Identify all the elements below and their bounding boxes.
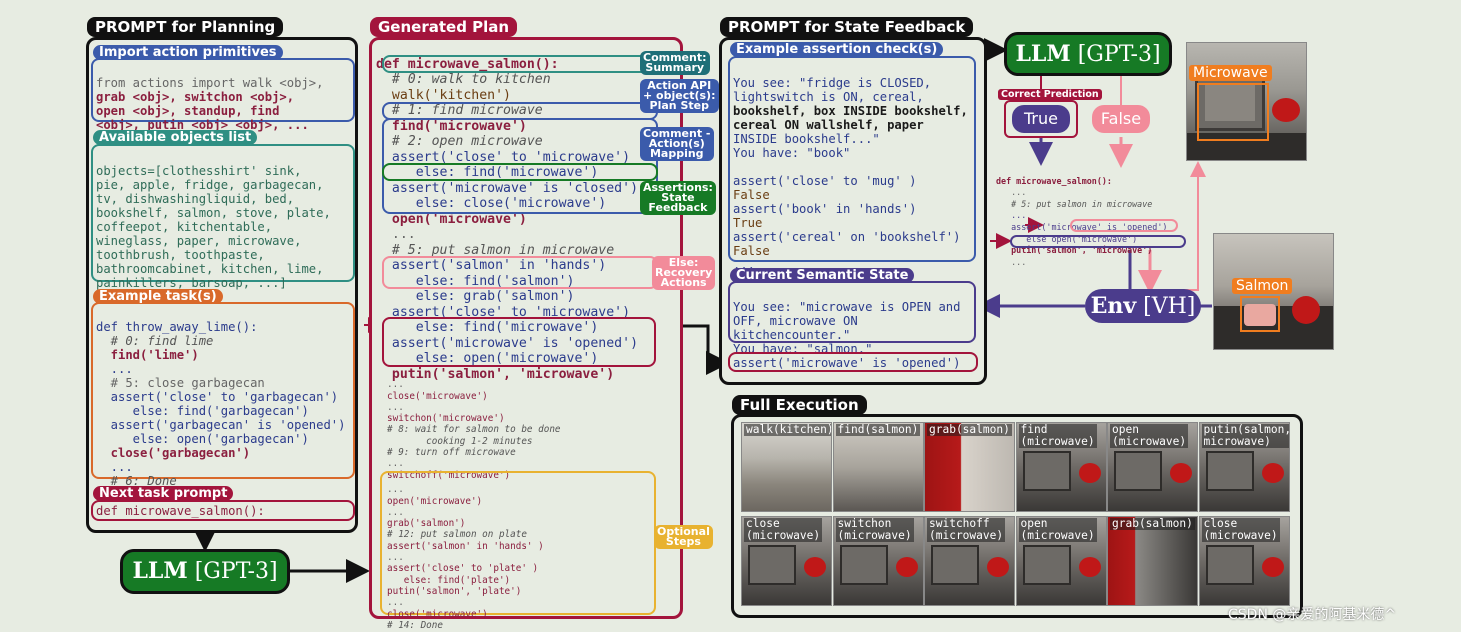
mini-putin-box [1010, 235, 1186, 248]
optional-code: ... open('microwave') ... grab('salmon')… [387, 484, 544, 631]
execution-frame: walk(kitchen) [741, 422, 832, 512]
assert-example-tag: Example assertion check(s) [730, 42, 944, 57]
execution-frame-label: grab(salmon) [1110, 517, 1195, 530]
true-wrapper [1004, 100, 1078, 138]
plan-small-code: ... close('microwave') ... switchon('mic… [387, 379, 561, 481]
example-box [91, 302, 355, 479]
execution-frame-label: close (microwave) [1201, 517, 1280, 542]
example-code: def throw_away_lime(): # 0: find lime fi… [96, 320, 346, 488]
recovery-box [382, 256, 658, 289]
assertion-box [382, 163, 658, 181]
execution-frame: open (microwave) [1015, 516, 1107, 606]
planning-title: PROMPT for Planning [87, 17, 284, 37]
side-tag-summary: Comment: Summary [640, 51, 710, 75]
feedback-panel [719, 37, 987, 385]
correct-prediction-tag: Correct Prediction [998, 89, 1102, 100]
assert-example-code: You see: "fridge is CLOSED, lightswitch … [733, 76, 968, 272]
execution-title: Full Execution [732, 395, 867, 415]
llm-planner: LLM [GPT-3] [120, 549, 290, 594]
objects-box [91, 144, 355, 282]
plan-code: def microwave_salmon(): # 0: walk to kit… [376, 56, 639, 382]
llm-feedback: LLM [GPT-3] [1004, 32, 1172, 76]
salmon-image: Salmon [1213, 233, 1334, 350]
example-tag: Example task(s) [93, 289, 223, 304]
mini-code: def microwave_salmon(): ... # 5: put sal… [996, 175, 1168, 267]
execution-frame-label: open (microwave) [1110, 423, 1189, 448]
execution-frame-label: close (microwave) [744, 517, 823, 542]
execution-frame: open (microwave) [1107, 422, 1198, 512]
objects-code: objects=[clothesshirt' sink, pie, apple,… [96, 164, 331, 290]
feedback-title: PROMPT for State Feedback [720, 17, 974, 37]
summary-box [382, 55, 658, 73]
assert-example-box [728, 56, 976, 262]
next-task-box [91, 500, 355, 521]
execution-frame: grab(salmon) [924, 422, 1015, 512]
objects-tag: Available objects list [93, 130, 258, 145]
state-tag: Current Semantic State [730, 268, 915, 283]
side-tag-assertions: Assertions: State Feedback [640, 181, 716, 215]
execution-frame-label: grab(salmon) [927, 423, 1012, 436]
side-tag-action-api: Action API + object(s): Plan Step [640, 79, 719, 113]
salmon-tag: Salmon [1232, 278, 1293, 294]
execution-frame-label: find (microwave) [1018, 423, 1097, 448]
import-tag: Import action primitives [93, 45, 283, 60]
plan-panel [369, 37, 683, 619]
execution-frame-label: open (microwave) [1018, 517, 1097, 542]
planning-panel [86, 37, 358, 533]
execution-frame: find(salmon) [832, 422, 924, 512]
watermark: CSDN @亲爱的阿基米德^ [1228, 607, 1397, 623]
execution-frame-label: find(salmon) [835, 423, 921, 436]
state-code: You see: "microwave is OPEN and OFF, mic… [733, 300, 961, 356]
microwave-tag: Microwave [1189, 65, 1272, 81]
plan-title: Generated Plan [370, 17, 518, 37]
next-task-code: def microwave_salmon(): [96, 504, 265, 518]
current-step-box [382, 317, 656, 367]
query-box [728, 352, 978, 372]
execution-frame: switchon (microwave) [832, 516, 924, 606]
execution-frame-label: putin(salmon, microwave) [1201, 424, 1289, 448]
false-label: False [1092, 105, 1150, 133]
query-code: assert('microwave' is 'opened') [733, 356, 961, 370]
execution-frame-label: switchon (microwave) [835, 517, 914, 542]
microwave-image: Microwave [1186, 42, 1307, 161]
salmon-highlight [1240, 296, 1280, 332]
execution-frame: switchoff (microwave) [924, 516, 1015, 606]
execution-frame: close (microwave) [1198, 516, 1290, 606]
mini-else-box [1070, 219, 1178, 232]
execution-frame-label: walk(kitchen) [744, 424, 831, 436]
side-tag-optional: Optional Steps [654, 525, 713, 549]
execution-frame-label: switchoff (microwave) [927, 517, 1006, 542]
env-node: Env [VH] [1085, 289, 1201, 323]
import-code: from actions import walk <obj>, grab <ob… [96, 76, 324, 132]
execution-frame: find (microwave) [1015, 422, 1107, 512]
true-label: True [1012, 105, 1070, 133]
execution-frame: grab(salmon) [1107, 516, 1198, 606]
side-tag-recovery: Else: Recovery Actions [652, 256, 716, 290]
side-tag-mapping: Comment - Action(s) Mapping [640, 127, 714, 161]
microwave-highlight [1197, 83, 1269, 141]
next-task-tag: Next task prompt [93, 486, 234, 501]
execution-frame: close (microwave) [741, 516, 832, 606]
execution-frame: putin(salmon, microwave) [1198, 422, 1290, 512]
